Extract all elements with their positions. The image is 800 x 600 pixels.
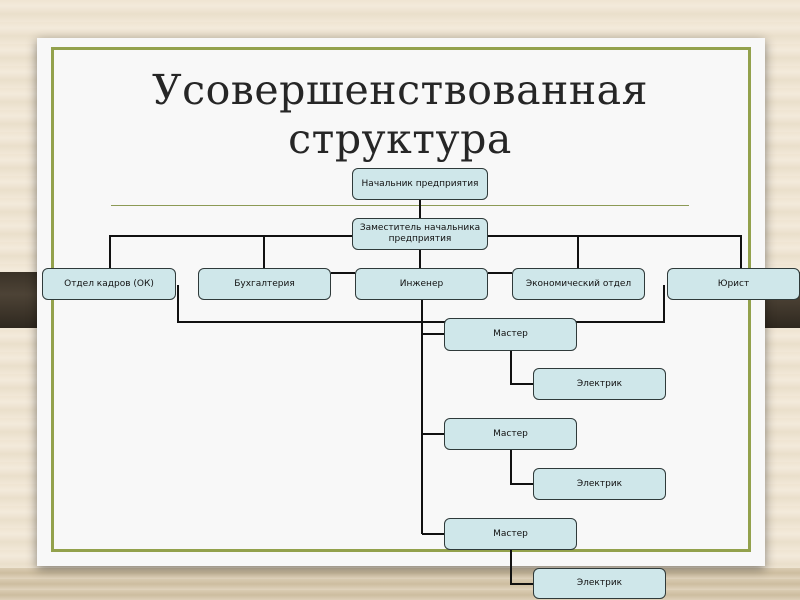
node-deputy: Заместитель начальника предприятия (352, 218, 488, 250)
node-department-engineer: Инженер (355, 268, 488, 300)
node-electrician: Электрик (533, 468, 666, 500)
connector-master-electric-2 (510, 450, 533, 485)
connector-master-electric-3 (510, 550, 533, 585)
connector-deputy-right (488, 235, 742, 268)
node-electrician: Электрик (533, 568, 666, 599)
node-master: Мастер (444, 418, 577, 450)
node-department-economics: Экономический отдел (512, 268, 645, 300)
title-divider (111, 205, 689, 206)
node-electrician: Электрик (533, 368, 666, 400)
node-department-lawyer: Юрист (667, 268, 800, 300)
node-department-hr: Отдел кадров (ОК) (42, 268, 176, 300)
connector-master-electric-1 (510, 351, 533, 385)
connector-deputy-left (109, 235, 352, 268)
wooden-plank-bottom (0, 568, 800, 600)
slide-title: Усовершенствованная структура (152, 66, 648, 163)
node-head: Начальник предприятия (352, 168, 488, 200)
node-department-accounting: Бухгалтерия (198, 268, 331, 300)
node-master: Мастер (444, 318, 577, 351)
node-master: Мастер (444, 518, 577, 550)
